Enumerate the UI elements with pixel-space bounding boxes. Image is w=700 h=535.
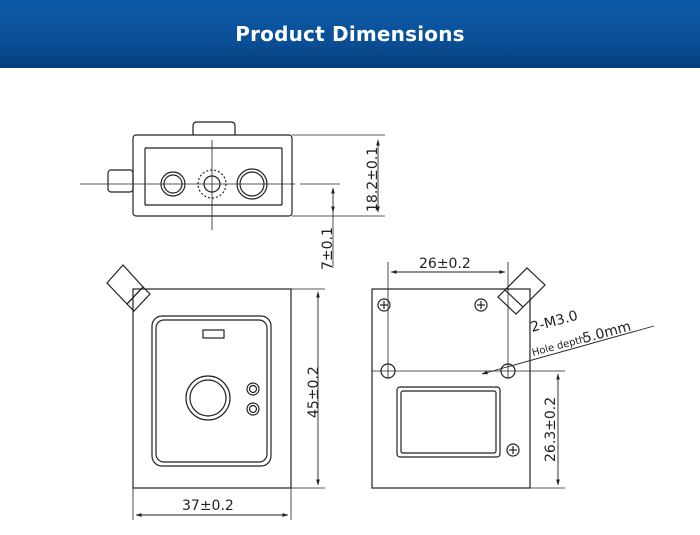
front-connector [106, 264, 144, 305]
dim-top-height: 18.2±0.1 [365, 147, 381, 212]
front-view-body [132, 288, 292, 489]
header-banner: Product Dimensions [0, 0, 700, 68]
top-view [80, 121, 385, 268]
dim-front-height: 45±0.2 [306, 366, 322, 418]
back-view [371, 262, 655, 489]
screw-top-right [474, 298, 488, 312]
screw-spec-label: 2-M3.0 [529, 308, 580, 336]
back-connector [504, 267, 546, 308]
dim-front-width: 37±0.2 [182, 498, 234, 514]
back-view-body [371, 288, 531, 489]
hole-depth-value: 5.0mm [581, 319, 633, 347]
screw-bottom-right [506, 443, 520, 457]
dim-top-offset: 7±0.1 [320, 227, 336, 270]
screw-top-left [377, 298, 391, 312]
cable-stub [107, 169, 134, 193]
front-view [106, 264, 325, 520]
hole-depth-label: Hole depth [531, 334, 587, 359]
page-title: Product Dimensions [235, 22, 465, 46]
dim-hole-height: 26.3±0.2 [543, 397, 559, 462]
dim-hole-spacing: 26±0.2 [419, 256, 471, 272]
